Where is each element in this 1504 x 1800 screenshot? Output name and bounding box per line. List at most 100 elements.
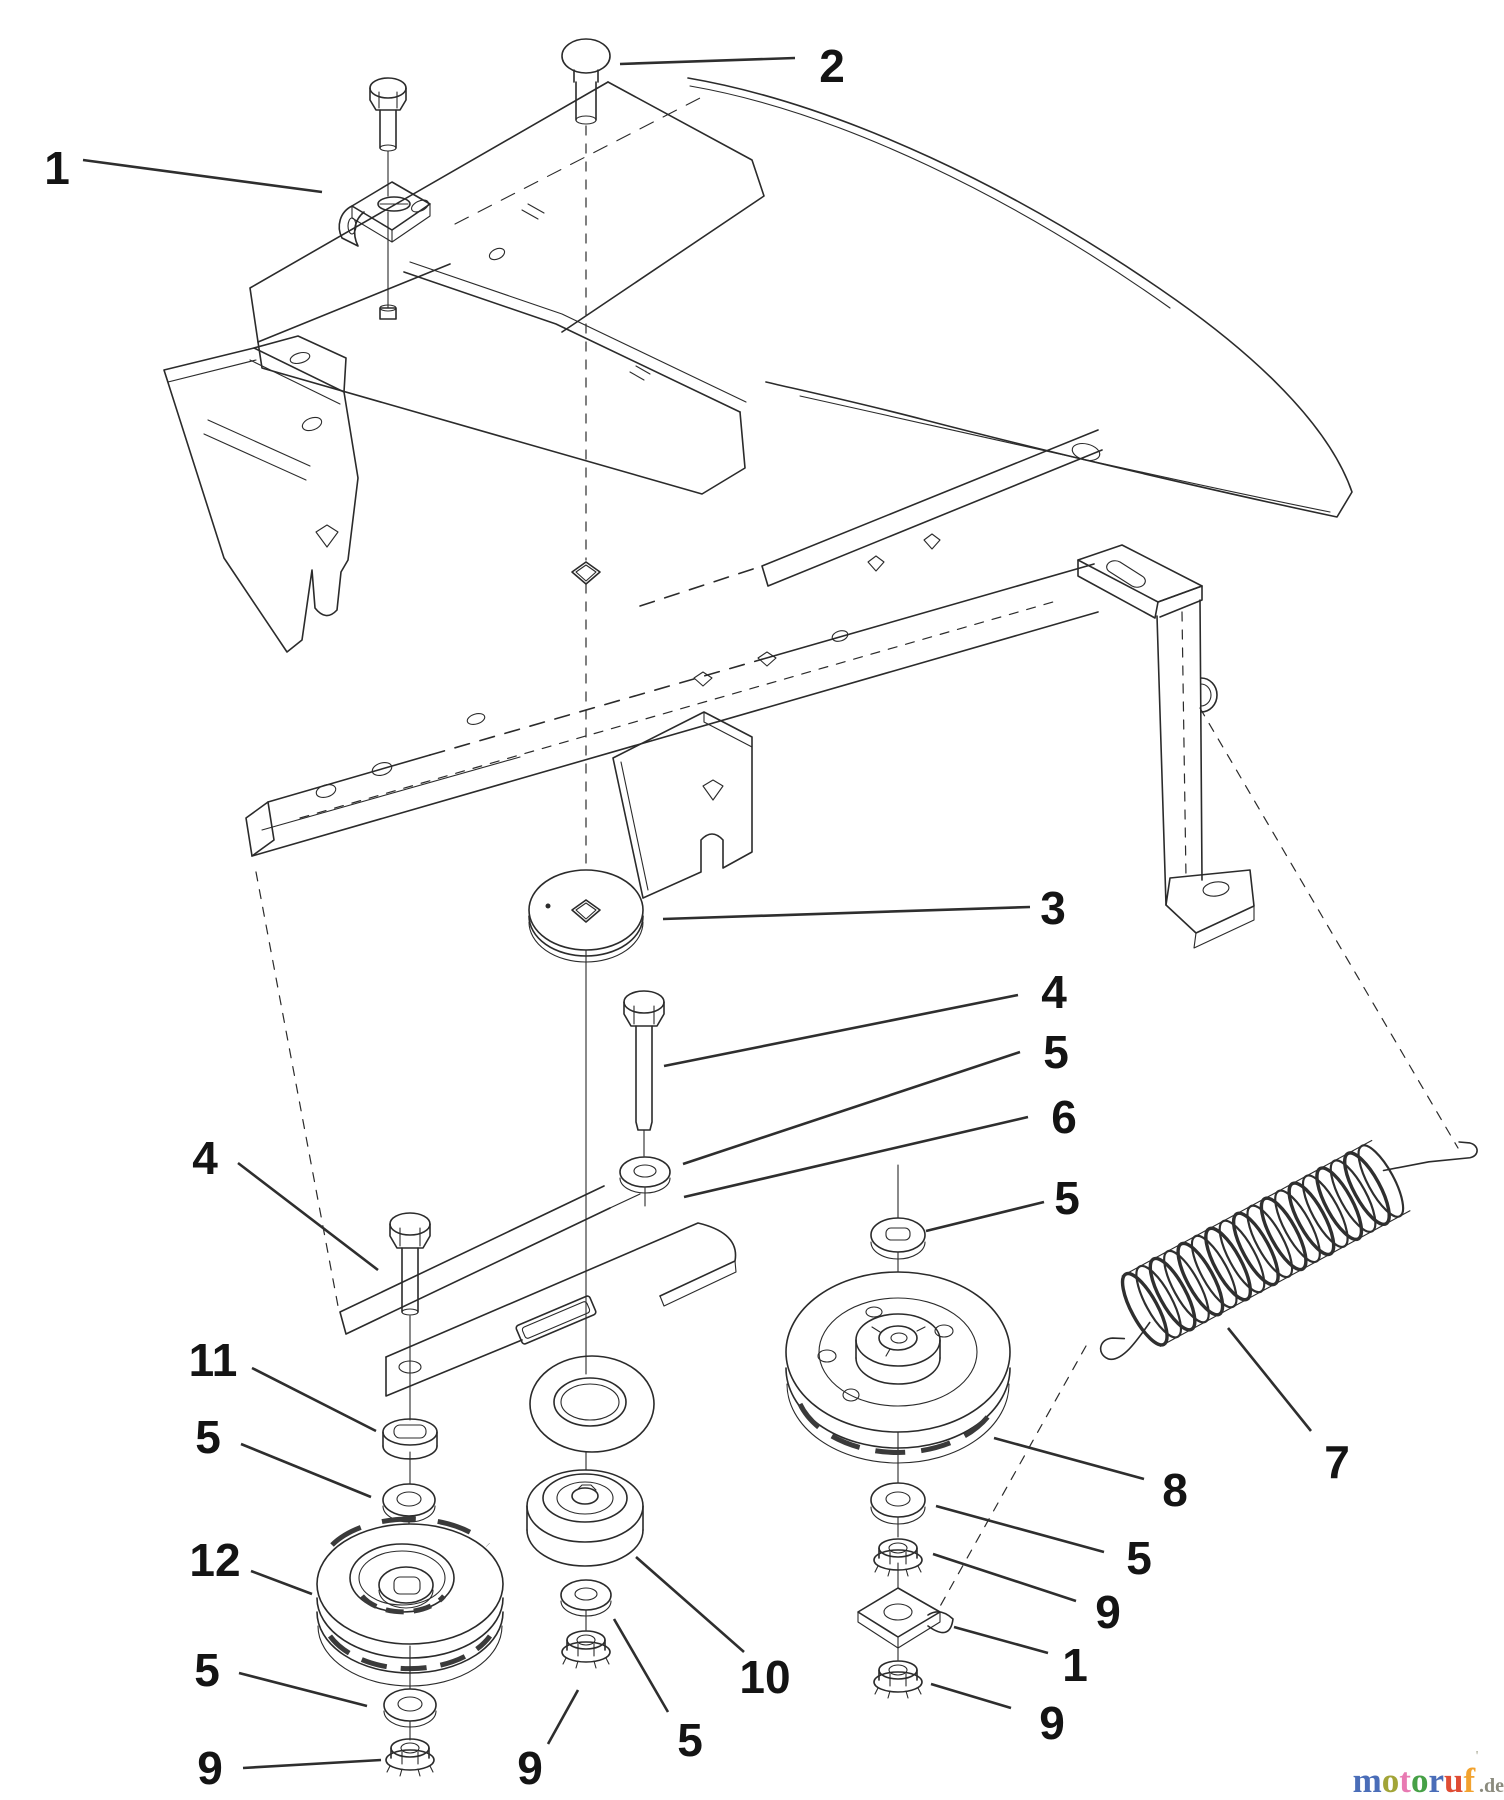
logo-letter: .de — [1479, 1775, 1504, 1797]
callout-5-14: 5 — [677, 1714, 703, 1766]
callout-4-3: 4 — [1041, 966, 1067, 1018]
right-chain — [785, 1164, 1011, 1699]
coil-ring — [1246, 1204, 1294, 1279]
leader-line-14 — [612, 1618, 670, 1713]
leader-line-4 — [682, 1050, 1021, 1166]
callout-8-17: 8 — [1162, 1464, 1188, 1516]
tension-spring — [1099, 1139, 1478, 1360]
frame-rail — [245, 563, 1099, 1307]
washer-right-lower — [870, 1482, 926, 1525]
flange-nut-mid — [561, 1630, 611, 1669]
leader-line-16 — [1226, 1327, 1313, 1432]
flange-nut-right-upper — [873, 1538, 923, 1577]
washer-left-lower — [383, 1688, 437, 1741]
callout-9-12: 9 — [197, 1742, 223, 1794]
leader-line-2 — [662, 905, 1031, 921]
spacer-bushing — [526, 1469, 644, 1567]
logo-letter: u — [1443, 1761, 1464, 1800]
leader-line-9 — [240, 1442, 372, 1499]
leader-line-21 — [930, 1682, 1012, 1710]
coil-ring — [1176, 1241, 1225, 1317]
spring-anchor-plate — [857, 1587, 954, 1649]
deck-corner — [339, 1185, 641, 1335]
callout-1-20: 1 — [1062, 1639, 1088, 1691]
callout-5-6: 5 — [1054, 1172, 1080, 1224]
coil-ring — [1120, 1271, 1169, 1347]
callout-5-11: 5 — [194, 1644, 220, 1696]
coil-ring — [1259, 1196, 1308, 1272]
coil-ring — [1274, 1189, 1321, 1264]
square-hole-washer — [528, 869, 644, 963]
spring-hanger-bracket — [1077, 544, 1255, 949]
carriage-bolt — [561, 38, 611, 1631]
leader-line-15 — [635, 1556, 745, 1653]
leader-line-7 — [237, 1161, 379, 1272]
logo-letter: o — [1381, 1761, 1400, 1800]
clutch-pulley-8 — [785, 1271, 1011, 1464]
leader-line-1 — [619, 56, 796, 66]
coil-ring — [1218, 1219, 1266, 1294]
callout-1-0: 1 — [44, 142, 70, 194]
callout-5-4: 5 — [1043, 1026, 1069, 1078]
leader-line-12 — [242, 1758, 382, 1770]
leader-line-18 — [935, 1504, 1105, 1554]
logo-letter: r — [1428, 1761, 1444, 1800]
flange-nut-left — [385, 1738, 435, 1777]
callout-3-2: 3 — [1040, 882, 1066, 934]
callout-5-18: 5 — [1126, 1532, 1152, 1584]
callout-12-10: 12 — [189, 1534, 240, 1586]
callout-9-21: 9 — [1039, 1697, 1065, 1749]
hex-bolt-left — [389, 1212, 431, 1421]
coil-ring — [1343, 1151, 1391, 1226]
logo-letter: o — [1410, 1761, 1429, 1800]
middle-chain — [385, 990, 737, 1669]
flange-nut-right-lower — [873, 1660, 923, 1699]
leader-line-20 — [953, 1625, 1049, 1655]
lift-bar — [639, 429, 1103, 607]
coil-ring — [1190, 1234, 1238, 1309]
washer-mid-upper — [619, 1156, 671, 1194]
coil-ring — [1301, 1174, 1349, 1249]
coil-ring — [1287, 1181, 1336, 1257]
callout-7-16: 7 — [1324, 1436, 1350, 1488]
leader-line-11 — [238, 1671, 368, 1708]
frame-structure — [163, 77, 1353, 1335]
coil-ring — [1148, 1256, 1197, 1332]
coil-ring — [1357, 1144, 1405, 1218]
callout-9-13: 9 — [517, 1742, 543, 1794]
coil-ring — [1231, 1211, 1280, 1287]
top-hardware — [338, 38, 644, 1631]
connector-lines — [937, 707, 1459, 1611]
leader-line-17 — [993, 1436, 1145, 1481]
coil-ring — [1315, 1166, 1364, 1242]
callout-5-9: 5 — [195, 1411, 221, 1463]
callout-9-19: 9 — [1095, 1586, 1121, 1638]
belt-guide-clamp — [338, 181, 431, 247]
washer-right-upper — [870, 1217, 926, 1260]
middle-hanger-bracket — [612, 711, 753, 899]
lock-nut-11 — [382, 1418, 438, 1485]
coil-ring — [1135, 1264, 1183, 1339]
left-hanger-bracket — [163, 335, 359, 653]
callout-2-1: 2 — [819, 40, 845, 92]
washer-mid-lower — [560, 1579, 612, 1617]
callout-11-8: 11 — [189, 1334, 238, 1386]
leader-line-6 — [925, 1200, 1045, 1233]
coil-ring — [1163, 1249, 1210, 1324]
leader-line-3 — [663, 993, 1019, 1068]
leader-line-10 — [250, 1569, 313, 1596]
callout-10-15: 10 — [739, 1651, 790, 1703]
idler-arm — [385, 1222, 737, 1453]
leader-line-19 — [932, 1552, 1077, 1603]
mounting-plate — [249, 81, 765, 495]
coil-ring — [1204, 1226, 1253, 1302]
spring-coil — [1120, 1144, 1405, 1347]
logo-letter: m — [1352, 1761, 1382, 1800]
logo-letter: t — [1399, 1761, 1411, 1800]
leader-line-0 — [82, 158, 323, 194]
hex-bolt-middle — [623, 990, 665, 1207]
